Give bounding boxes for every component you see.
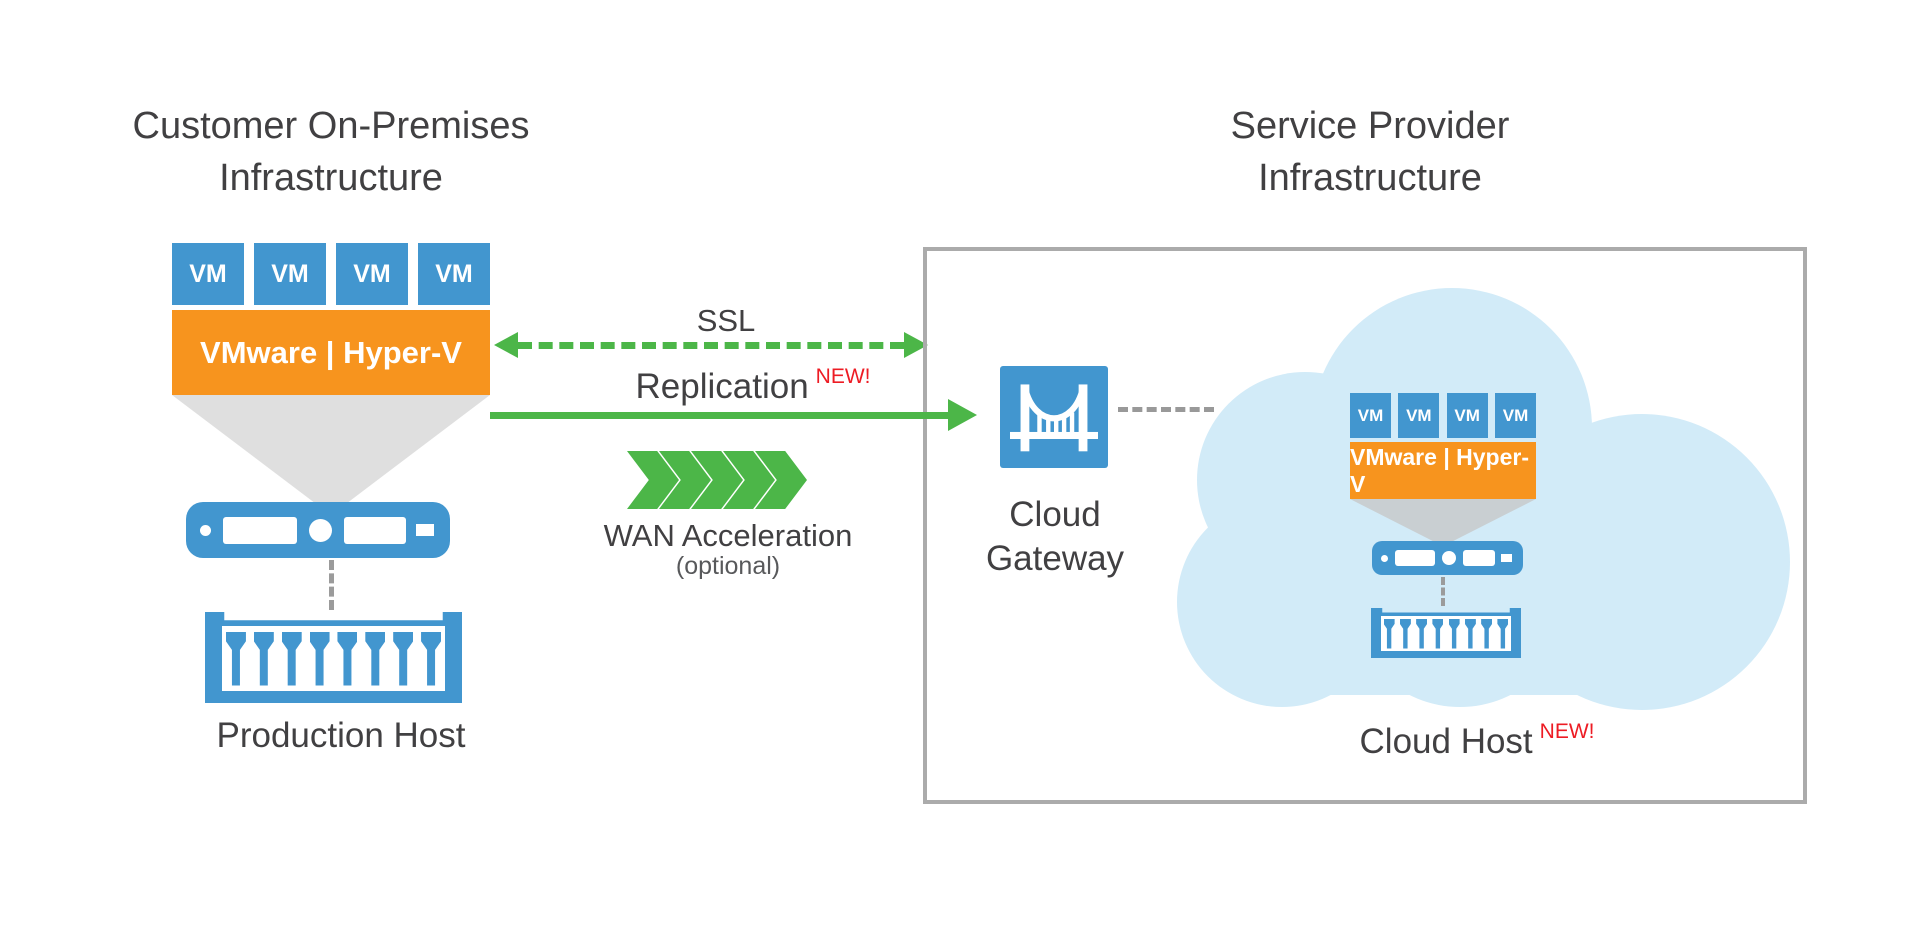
storage-disk (1481, 618, 1493, 649)
storage-icon (1371, 608, 1521, 658)
cloud-host-new-badge: NEW! (1539, 720, 1595, 743)
vm-badge: VM (254, 243, 326, 305)
connector-dashed-line (1441, 577, 1445, 606)
cloud-gateway-label: Cloud Gateway (905, 493, 1205, 581)
vm-badge: VM (336, 243, 408, 305)
storage-disk (1383, 618, 1395, 649)
bridge-icon (1010, 384, 1098, 452)
cloud-gateway-icon (1000, 366, 1108, 468)
server-slot (223, 516, 297, 544)
storage-disk (281, 631, 302, 686)
storage-disk (1497, 618, 1509, 649)
storage-disk (309, 631, 330, 686)
right-title-line2: Infrastructure (1258, 157, 1482, 200)
server-port (1501, 554, 1512, 562)
storage-disk (1416, 618, 1428, 649)
left-title-line2: Infrastructure (219, 157, 443, 200)
vm-badge: VM (1350, 393, 1391, 438)
vm-badge: VM (172, 243, 244, 305)
vm-badge: VM (1446, 393, 1488, 438)
storage-disk (365, 631, 386, 686)
server-knob (1442, 551, 1456, 565)
wan-acceleration-label: WAN Acceleration (603, 518, 853, 553)
cloud-gateway-label-line1: Cloud (1009, 495, 1101, 534)
server-icon (1372, 541, 1523, 575)
server-led (1381, 554, 1388, 562)
storage-disk (337, 631, 358, 686)
server-icon (186, 502, 450, 558)
wan-optional-label: (optional) (675, 552, 781, 580)
replication-label: Replication NEW! (553, 365, 953, 407)
production-host-label: Production Host (216, 716, 466, 755)
ssl-dashed-arrow (494, 332, 928, 362)
replication-text: Replication (635, 367, 809, 406)
storage-disk (393, 631, 414, 686)
service-provider-box (923, 247, 1807, 804)
connector-dashed-line (1118, 407, 1214, 412)
cloud-hypervisor-bar: VMware | Hyper-V (1350, 442, 1536, 499)
cloud-host-text: Cloud Host (1359, 722, 1533, 761)
right-title: Service Provider Infrastructure (1130, 100, 1610, 205)
vm-badge: VM (418, 243, 490, 305)
storage-disk (421, 631, 442, 686)
left-vm-row: VM VM VM VM (172, 243, 490, 305)
ssl-label: SSL (696, 303, 756, 338)
left-title-line1: Customer On-Premises (132, 105, 530, 147)
replication-arrow (490, 399, 977, 433)
server-led (200, 524, 211, 536)
storage-disk (253, 631, 274, 686)
connector-dashed-line (329, 560, 334, 610)
storage-disk (225, 631, 246, 686)
server-slot (344, 516, 406, 544)
vm-badge: VM (1398, 393, 1440, 438)
right-title-line1: Service Provider (1230, 105, 1510, 147)
left-hypervisor-bar: VMware | Hyper-V (172, 310, 490, 395)
server-port (416, 524, 434, 536)
arrowhead-left (494, 332, 518, 358)
storage-disk (1399, 618, 1411, 649)
storage-disk (1448, 618, 1460, 649)
vm-badge: VM (1494, 393, 1536, 438)
funnel-shape (172, 395, 490, 502)
replication-line (490, 412, 950, 419)
cloud-host-label: Cloud Host NEW! (1277, 720, 1677, 762)
arrowhead-right (948, 399, 977, 431)
storage-tray (1381, 616, 1511, 651)
cloud-vm-row: VM VM VM VM (1350, 393, 1536, 438)
storage-tray (222, 626, 445, 691)
server-knob (309, 518, 332, 542)
cloud-gateway-label-line2: Gateway (985, 538, 1125, 578)
replication-new-badge: NEW! (815, 365, 871, 388)
left-title: Customer On-Premises Infrastructure (90, 100, 572, 205)
storage-disk (1432, 618, 1444, 649)
server-slot (1463, 550, 1495, 566)
wan-chevrons-icon (627, 451, 827, 509)
storage-icon (205, 612, 462, 703)
server-slot (1395, 550, 1435, 566)
ssl-dashed-line (518, 342, 904, 349)
storage-disk (1464, 618, 1476, 649)
